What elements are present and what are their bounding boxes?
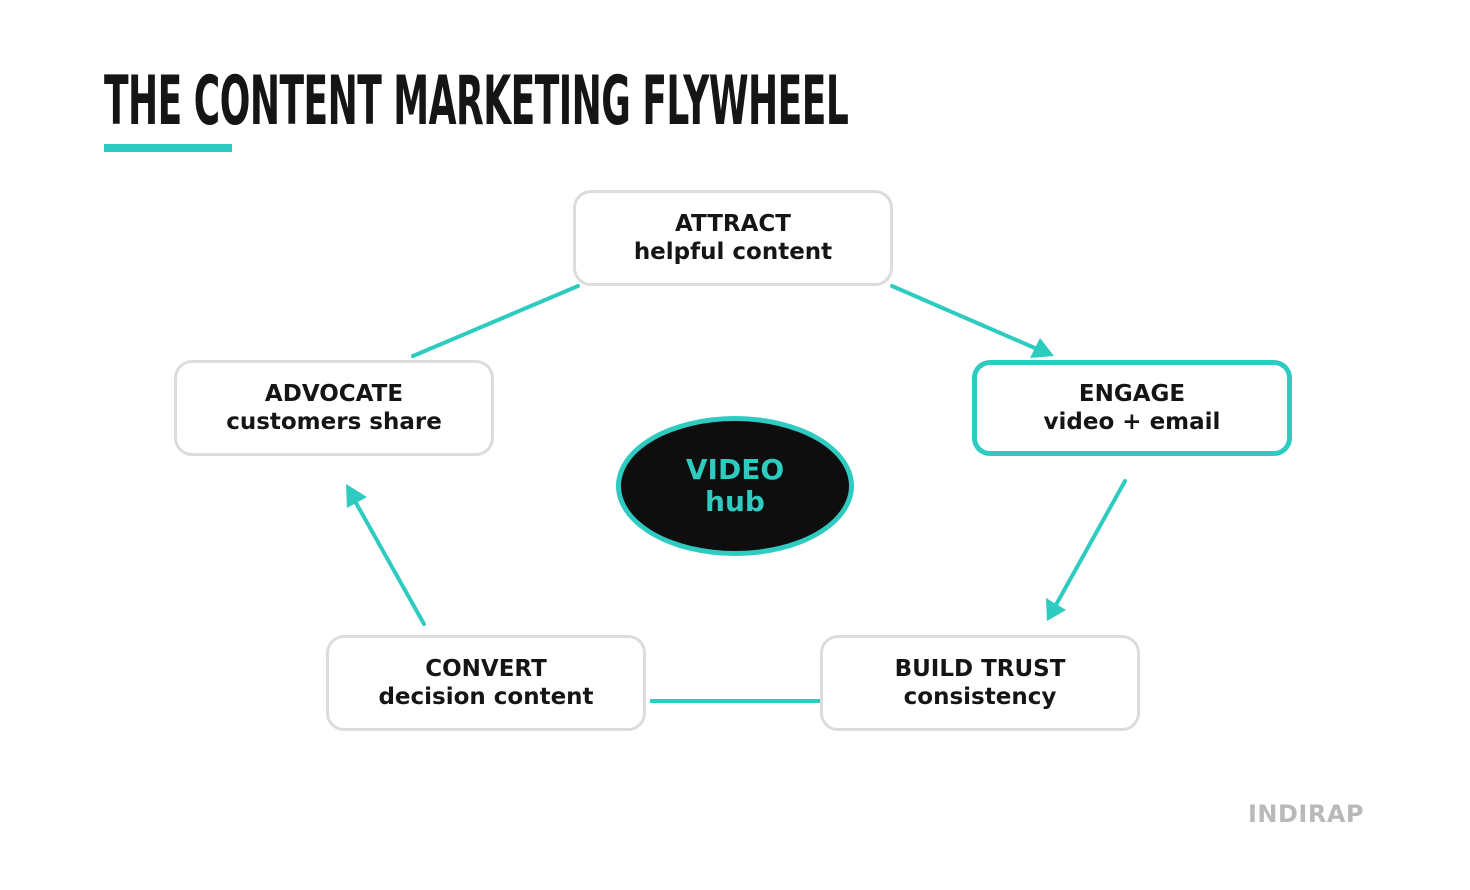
connector-convert-advocate: [349, 492, 426, 626]
arrowhead-buildtrust: [1046, 598, 1066, 621]
node-advocate-label: ADVOCATE: [264, 381, 404, 407]
node-convert-sub: decision content: [378, 684, 594, 710]
node-attract: ATTRACT helpful content: [573, 190, 893, 286]
title-underline: [104, 144, 232, 152]
node-build-trust-label: BUILD TRUST: [894, 656, 1066, 682]
node-advocate-sub: customers share: [226, 409, 442, 435]
arrowhead-engage: [1030, 338, 1054, 358]
connector-attract-engage: [890, 284, 1046, 354]
node-attract-sub: helpful content: [633, 239, 833, 265]
node-engage-label: ENGAGE: [1078, 381, 1186, 407]
hub-circle: VIDEO hub: [616, 416, 854, 556]
node-build-trust-sub: consistency: [903, 684, 1057, 710]
connector-advocate-attract: [411, 284, 580, 358]
node-attract-label: ATTRACT: [675, 211, 791, 237]
node-convert: CONVERT decision content: [326, 635, 646, 731]
node-advocate: ADVOCATE customers share: [174, 360, 494, 456]
brand-logo: INDIRAP: [1247, 800, 1364, 828]
arrowhead-advocate: [346, 484, 367, 508]
connector-engage-buildtrust: [1050, 479, 1127, 614]
hub-line1: VIDEO: [685, 453, 785, 486]
node-engage: ENGAGE video + email: [972, 360, 1292, 456]
node-convert-label: CONVERT: [425, 656, 547, 682]
node-engage-sub: video + email: [1043, 409, 1221, 435]
hub-line2: hub: [705, 485, 765, 518]
page-title: THE CONTENT MARKETING FLYWHEEL: [104, 62, 849, 141]
node-build-trust: BUILD TRUST consistency: [820, 635, 1140, 731]
